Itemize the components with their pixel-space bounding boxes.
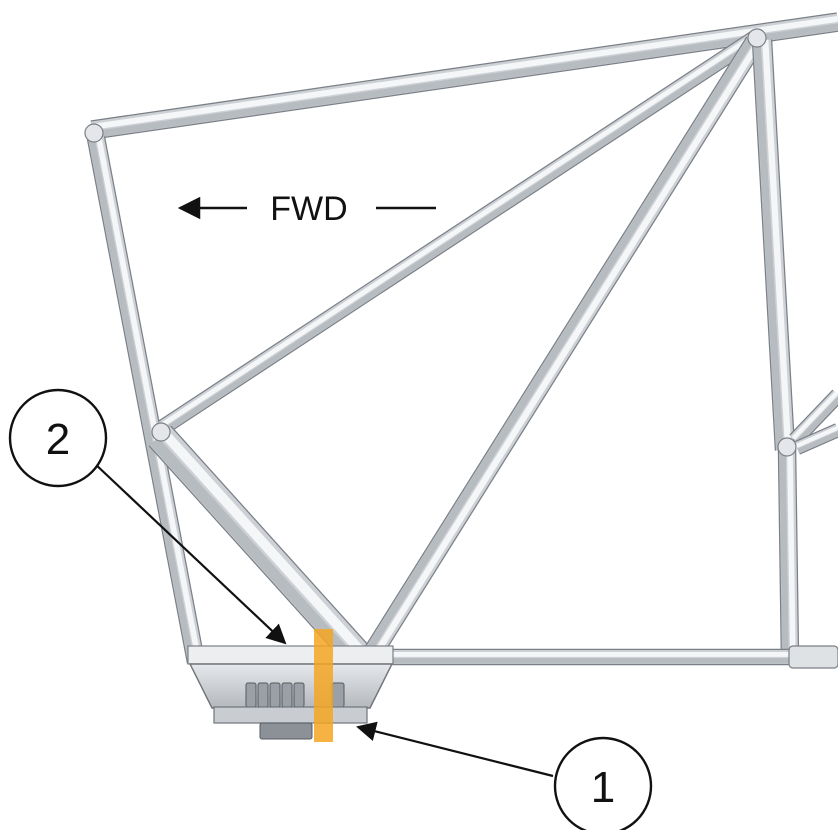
highlighted-bolt-marker	[314, 629, 333, 742]
fitting-lower-lug	[259, 722, 313, 740]
upper-front-joint	[84, 123, 104, 143]
fitting-base-plate	[213, 706, 368, 724]
upper-rear-joint	[747, 28, 767, 48]
callout-2-leader-arrow	[92, 461, 287, 645]
fwd-label: FWD	[270, 190, 347, 228]
fitting-top-plate	[187, 645, 394, 665]
callout-1-number: 1	[591, 763, 615, 812]
rear-lower-vertical-tube	[777, 447, 800, 661]
callout-1-circle	[553, 736, 653, 830]
rear-lower-joint	[788, 645, 838, 669]
fwd-direction-indicator: FWD	[177, 190, 436, 228]
lower-front-fitting	[187, 629, 394, 742]
truss-tubes	[86, 12, 838, 671]
long-diagonal-tube	[157, 31, 760, 435]
rear-vertical-tube	[751, 39, 796, 451]
rear-mid-joint	[777, 437, 797, 457]
callout-1: 1	[356, 721, 653, 830]
rear-brace-tube-upper	[789, 389, 838, 446]
callout-2: 2	[8, 388, 287, 645]
lower-longeron-tube	[365, 648, 838, 666]
front-vertical-tube	[86, 136, 206, 664]
callout-2-circle	[8, 388, 108, 488]
upper-longeron-tube	[90, 12, 838, 140]
callout-2-number: 2	[46, 415, 70, 464]
callout-1-leader-arrow	[356, 721, 554, 778]
main-diagonal-tube	[358, 36, 764, 668]
lower-diagonal-tube	[148, 425, 374, 671]
joint-caps	[84, 28, 838, 669]
mid-front-joint	[151, 422, 171, 442]
rear-brace-tube-lower	[794, 423, 838, 455]
